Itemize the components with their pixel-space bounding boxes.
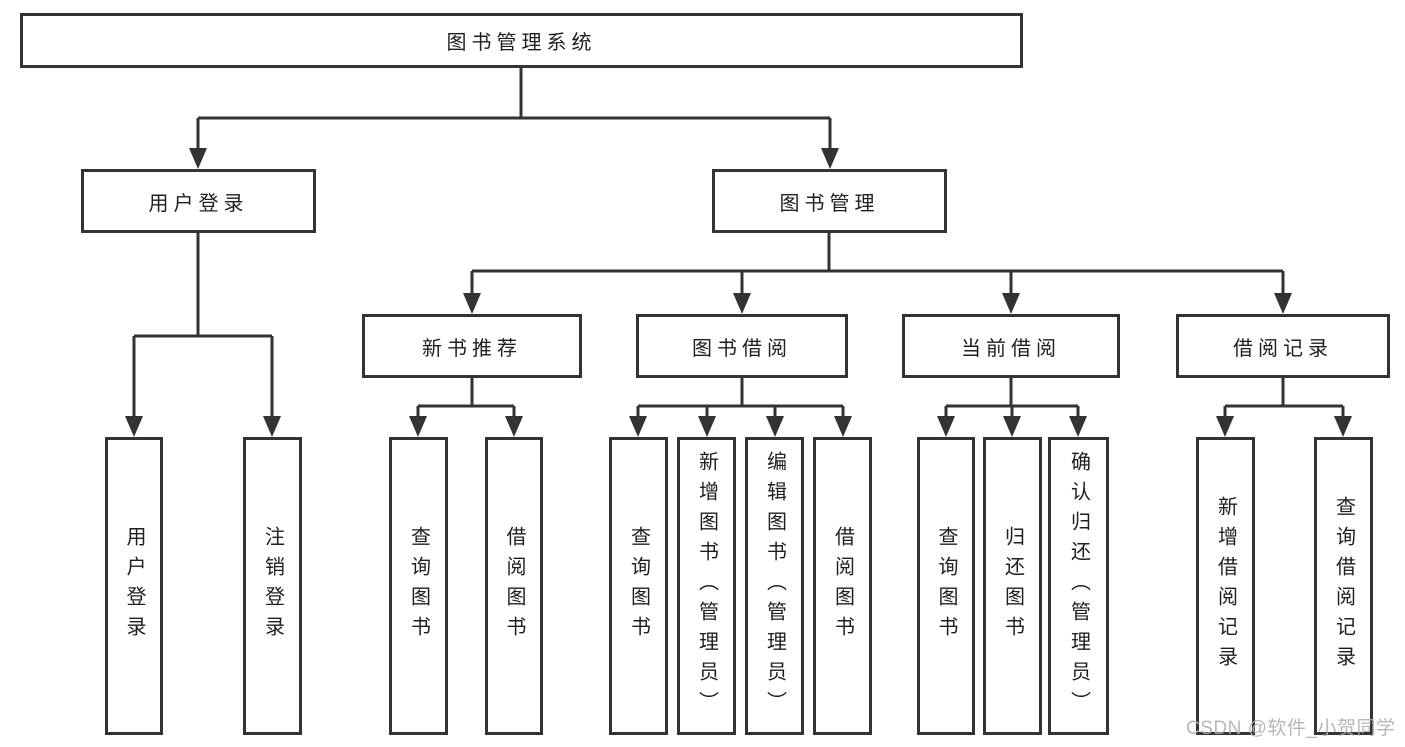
leaf-edit-book-admin: 编辑图书（管理员）	[745, 437, 804, 735]
tree-edges	[132, 68, 1345, 421]
arrowhead-icon	[834, 416, 852, 437]
leaf-user-login: 用户登录	[105, 437, 163, 735]
arrowhead-icon	[125, 416, 143, 437]
arrowhead-icon	[409, 416, 427, 437]
node-user-login: 用户登录	[81, 169, 316, 233]
node-new-book-recommendation: 新书推荐	[362, 314, 582, 378]
node-current-borrowing: 当前借阅	[902, 314, 1120, 378]
leaf-logout: 注销登录	[243, 437, 302, 735]
arrowhead-icon	[505, 416, 523, 437]
leaf-add-book-admin: 新增图书（管理员）	[677, 437, 736, 735]
node-book-management: 图书管理	[712, 169, 947, 233]
arrowhead-icon	[733, 293, 751, 314]
leaf-query-borrow-record: 查询借阅记录	[1314, 437, 1373, 735]
arrowhead-icon	[1003, 416, 1021, 437]
arrowhead-icon	[189, 148, 207, 169]
arrowhead-icon	[463, 293, 481, 314]
arrowhead-icon	[1274, 293, 1292, 314]
arrowhead-icon	[1002, 293, 1020, 314]
arrowhead-icon	[766, 416, 784, 437]
leaf-borrow-books-recommend: 借阅图书	[485, 437, 543, 735]
arrowhead-icon	[937, 416, 955, 437]
leaf-query-books-current: 查询图书	[917, 437, 975, 735]
leaf-query-books-recommend: 查询图书	[389, 437, 448, 735]
arrowhead-icon	[263, 416, 281, 437]
arrowhead-icon	[629, 416, 647, 437]
arrowhead-icon	[1069, 416, 1087, 437]
leaf-borrow-books: 借阅图书	[813, 437, 872, 735]
csdn-watermark: CSDN @软件_小贺同学	[1186, 718, 1396, 739]
arrowhead-icon	[821, 148, 839, 169]
leaf-query-books-borrow: 查询图书	[609, 437, 668, 735]
leaf-return-book: 归还图书	[983, 437, 1042, 735]
node-book-borrowing: 图书借阅	[636, 314, 848, 378]
arrowhead-icon	[1334, 416, 1352, 437]
node-library-management-system: 图书管理系统	[20, 13, 1023, 68]
arrowhead-icon	[698, 416, 716, 437]
arrowhead-icon	[1216, 416, 1234, 437]
leaf-confirm-return-admin: 确认归还（管理员）	[1048, 437, 1109, 735]
leaf-add-borrow-record: 新增借阅记录	[1196, 437, 1255, 735]
node-borrowing-records: 借阅记录	[1176, 314, 1390, 378]
